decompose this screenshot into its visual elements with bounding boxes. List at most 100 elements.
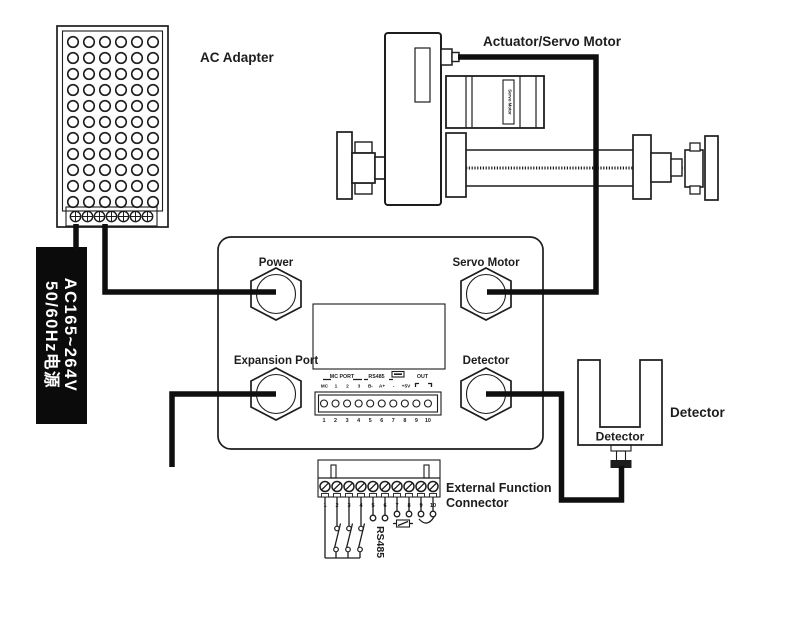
expansion-port-label: Expansion Port [234, 355, 319, 367]
io-pin-number: 10 [425, 418, 431, 424]
cable-connector-tip [451, 51, 460, 63]
coupling-stem [670, 158, 683, 177]
vent-hole [114, 83, 128, 97]
detector-wire [486, 391, 625, 503]
vent-hole [82, 35, 96, 49]
io-hole [331, 399, 340, 408]
vent-hole [114, 51, 128, 65]
connector-tab-left [330, 464, 337, 479]
vent-hole [146, 195, 160, 209]
terminal-slot [417, 493, 425, 498]
vent-hole [146, 131, 160, 145]
io-hole [343, 399, 352, 408]
vent-hole [66, 35, 80, 49]
vent-hole [130, 147, 144, 161]
io-terminal-holes [319, 399, 433, 408]
pin-label-minus: - [393, 385, 395, 390]
vent-hole [82, 51, 96, 65]
vent-hole [130, 99, 144, 113]
pin-label-mc: MC [321, 384, 329, 390]
vent-hole [114, 67, 128, 81]
vent-hole [66, 163, 80, 177]
vent-hole [130, 195, 144, 209]
io-pin-number: 2 [334, 418, 337, 424]
vent-hole [98, 67, 112, 81]
io-terminal-strip [314, 391, 442, 416]
controller: Power Servo Motor Expansion Port Detecto… [217, 236, 544, 450]
pin-label-1: 1 [335, 384, 338, 390]
pin-header: MC PORT RS485 OUT MC 1 2 3 B- A+ - +5V [321, 370, 433, 390]
terminal-slot [393, 493, 401, 498]
switch-throw [345, 546, 351, 553]
mains-voltage-line1: AC165~264V [61, 278, 79, 393]
terminal-slot [321, 493, 329, 498]
vent-hole [82, 115, 96, 129]
left-flange-plate [336, 131, 353, 200]
coupling-block [650, 152, 672, 183]
left-flange-tab-top [354, 141, 373, 154]
end-flange-plate [704, 135, 719, 201]
io-pin-number: 5 [369, 418, 372, 424]
vent-hole [146, 99, 160, 113]
vent-hole [98, 179, 112, 193]
dc-supply-icon [393, 519, 413, 528]
io-hole [400, 399, 409, 408]
terminal-slot [429, 493, 437, 498]
actuator-body-slot [414, 47, 431, 103]
vent-hole [66, 195, 80, 209]
servo-motor-wire [458, 54, 599, 295]
io-hole [354, 399, 363, 408]
vent-hole [130, 67, 144, 81]
expansion-port-wire [169, 391, 276, 467]
vent-hole [66, 99, 80, 113]
dc-source-icon [391, 370, 405, 378]
vent-hole [146, 83, 160, 97]
actuator-body [384, 32, 442, 206]
terminal-slot [357, 493, 365, 498]
vent-hole [130, 131, 144, 145]
switch-throw [333, 546, 339, 553]
vent-hole [130, 51, 144, 65]
terminal-slot [405, 493, 413, 498]
vent-hole [130, 163, 144, 177]
vent-hole [98, 131, 112, 145]
io-pin-number: 1 [323, 418, 326, 424]
wires [73, 54, 625, 503]
rs485-label: RS485 [374, 526, 386, 558]
rs485-group-label: RS485 [368, 374, 384, 380]
out-contact-icon [414, 382, 433, 387]
detector-outside-label: Detector [670, 405, 726, 420]
wire-end-8 [405, 510, 413, 518]
io-hole [389, 399, 398, 408]
switch-blade [333, 523, 342, 549]
left-bolt-block [351, 152, 376, 184]
io-hole [423, 399, 433, 408]
motor-name-plate [502, 79, 515, 125]
vent-hole [146, 115, 160, 129]
io-pin-number: 6 [380, 418, 383, 424]
vent-hole [82, 179, 96, 193]
display-window [312, 303, 446, 370]
wire-end-6 [381, 514, 389, 522]
mains-voltage-label: AC165~264V 50/60Hz电源 [36, 247, 87, 424]
vent-hole [98, 51, 112, 65]
terminal-slot [345, 493, 353, 498]
vent-hole [82, 195, 96, 209]
coupling-hub [684, 149, 704, 188]
detector-u-body [577, 359, 663, 446]
vent-hole [114, 35, 128, 49]
vent-hole [82, 147, 96, 161]
io-pin-number: 8 [403, 418, 406, 424]
pin-label-b-: B- [368, 384, 373, 390]
terminal-slot [333, 493, 341, 498]
external-function-label-line2: Connector [446, 496, 509, 510]
vent-hole [114, 99, 128, 113]
vent-hole [98, 35, 112, 49]
vent-hole [82, 99, 96, 113]
vent-hole [66, 179, 80, 193]
out-group-label: OUT [417, 374, 429, 380]
wire-end-9 [417, 510, 425, 518]
